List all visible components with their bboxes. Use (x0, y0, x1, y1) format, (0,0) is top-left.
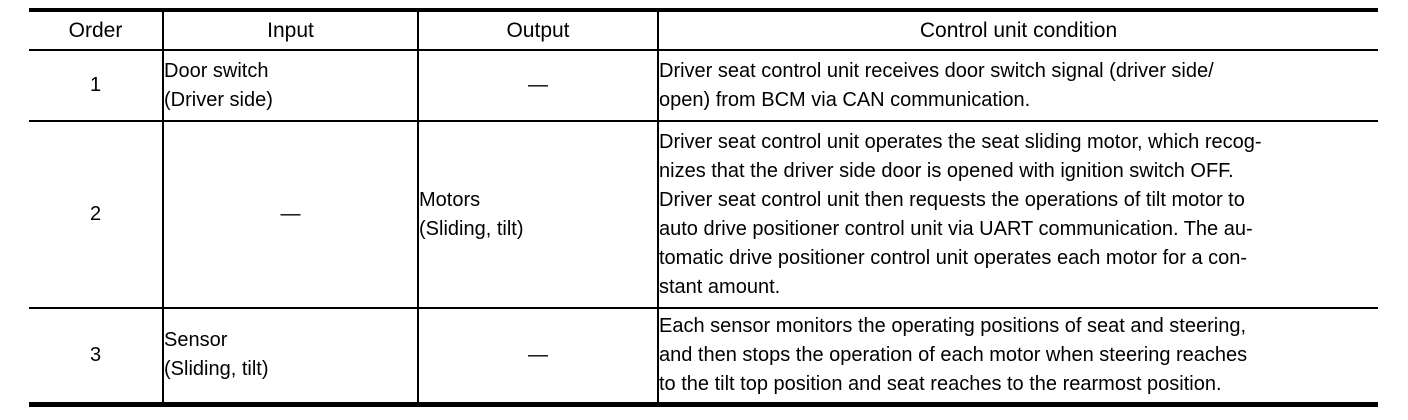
cell-order-1: 1 (29, 50, 163, 122)
header-output: Output (417, 10, 658, 51)
header-order: Order (29, 10, 163, 51)
control-unit-condition-table-wrap: Order Input Output Control unit conditio… (29, 8, 1378, 407)
control-unit-condition-table: Order Input Output Control unit conditio… (29, 8, 1378, 407)
cell-condition-2: Driver seat control unit operates the se… (657, 121, 1378, 309)
cell-output-2: Motors (Sliding, tilt) (417, 121, 658, 309)
cell-output-3: — (417, 308, 658, 405)
cell-output-1: — (417, 50, 658, 122)
cell-input-3: Sensor (Sliding, tilt) (162, 308, 418, 405)
cell-condition-3: Each sensor monitors the operating posit… (657, 308, 1378, 405)
table-row: 3 Sensor (Sliding, tilt) — Each sensor m… (29, 308, 1378, 405)
cell-order-3: 3 (29, 308, 163, 405)
table-row: 1 Door switch (Driver side) — Driver sea… (29, 50, 1378, 122)
cell-order-2: 2 (29, 121, 163, 309)
cell-input-2: — (162, 121, 418, 309)
cell-input-1: Door switch (Driver side) (162, 50, 418, 122)
cell-condition-1: Driver seat control unit receives door s… (657, 50, 1378, 122)
table-header-row: Order Input Output Control unit conditio… (29, 10, 1378, 51)
table-row: 2 — Motors (Sliding, tilt) Driver seat c… (29, 121, 1378, 309)
header-input: Input (162, 10, 418, 51)
header-control-unit-condition: Control unit condition (657, 10, 1378, 51)
